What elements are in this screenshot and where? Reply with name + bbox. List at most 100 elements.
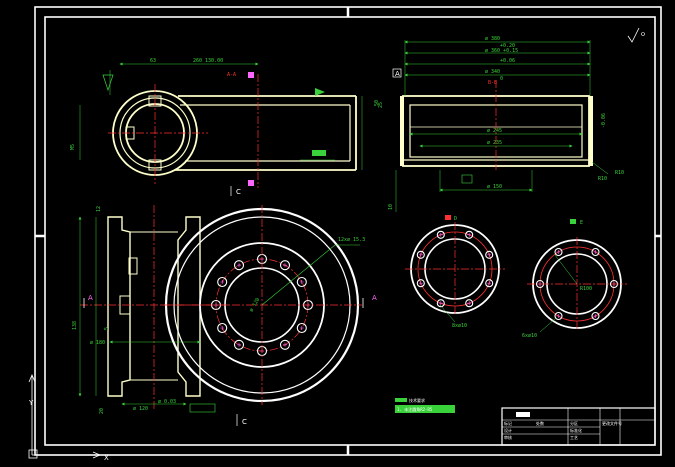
flange-hole: [217, 322, 228, 334]
front-section-view[interactable]: 138 12 ø 180 ø 120 ø 0.03 5 20 A A C: [72, 205, 377, 426]
view-d-hole: [485, 279, 494, 288]
dim-50: 50: [374, 100, 380, 106]
view-d-hole: [416, 250, 425, 259]
flange-hole-mark: [237, 263, 241, 268]
title-block-cell: 处数: [536, 420, 544, 426]
title-block-cell: 设计: [504, 427, 512, 433]
view-d-hole-mark: [487, 252, 492, 257]
view-d-marker: D: [454, 216, 457, 222]
dim-180: ø 180: [90, 340, 105, 346]
section-label-b-b: B-B: [488, 80, 497, 86]
view-d-hole-mark: [467, 301, 472, 306]
dim-12: 12: [96, 206, 102, 212]
view-e-callout: 6xø10: [522, 333, 537, 339]
dim-20: 20: [99, 408, 105, 414]
dim-tol-neg: -0.06: [601, 113, 607, 128]
dim-r10-a: R10: [598, 176, 607, 182]
title-block-cell: 更改文件号: [602, 420, 622, 426]
flange-hole: [233, 260, 245, 271]
dim-25: 25: [378, 102, 384, 108]
dim-150: ø 150: [487, 184, 502, 190]
view-d-holes: [416, 230, 494, 308]
view-d-hole: [436, 230, 445, 239]
view-d-hole-mark: [467, 232, 472, 237]
view-e-hole-mark: [556, 314, 561, 318]
view-e-hole-mark: [593, 314, 598, 318]
title-block-cell: 审核: [504, 434, 512, 440]
view-d-hole-mark: [438, 232, 443, 237]
notes-line-1: 1. 未注圆角R2-R5: [397, 406, 433, 412]
view-e-hole: [554, 247, 563, 257]
dim-340-tol: +0.06: [500, 58, 515, 64]
datum-a: A: [395, 70, 400, 78]
section-marker-a-right: A: [372, 294, 377, 302]
dim-r10-b: R10: [615, 170, 624, 176]
roughness-symbol: [627, 27, 645, 43]
dim-138: 138: [72, 321, 78, 330]
dim-10: 10: [388, 204, 394, 210]
view-d-hole-mark: [418, 281, 423, 286]
dim-63: 63: [150, 58, 156, 64]
dim-m5: M5: [70, 144, 76, 150]
dim-340: ø 340: [485, 69, 500, 75]
flange-hole-mark: [283, 263, 287, 268]
view-d-hole: [436, 299, 445, 308]
dim-380-tol: +0.20: [500, 43, 515, 49]
view-e-hole: [591, 311, 600, 321]
view-d[interactable]: D 8xø10: [405, 215, 505, 329]
view-a-a[interactable]: 63 260 130.00 M5 A-A 50 C: [70, 58, 380, 196]
flange-hole-mark: [299, 280, 304, 284]
view-e-holes: [535, 247, 619, 321]
flange-hole-mark: [220, 326, 225, 330]
view-d-hole: [465, 230, 474, 239]
view-e-marker: E: [580, 220, 583, 226]
view-marker-c: C: [236, 188, 241, 196]
view-e-hole: [591, 247, 600, 257]
view-d-hole: [485, 250, 494, 259]
view-d-hole: [465, 299, 474, 308]
drawing-border: [34, 6, 662, 456]
flange-hole-callout: 12xø 15.3: [338, 237, 365, 243]
flange-hole-mark: [299, 326, 304, 330]
flange-hole: [279, 339, 291, 350]
view-e-hole-mark: [593, 250, 598, 254]
ucs-x-label: X: [104, 454, 109, 462]
view-e[interactable]: R100 E 6xø10: [522, 219, 627, 339]
dim-245: ø 245: [487, 128, 502, 134]
ucs-y-label: Y: [28, 399, 34, 407]
dim-235: ø 235: [487, 140, 502, 146]
dim-0-03: ø 0.03: [158, 399, 176, 405]
view-d-hole-mark: [487, 281, 492, 286]
section-marker-a-left: A: [88, 294, 93, 302]
flange-view[interactable]: 12xø 15.3 ø 120: [162, 205, 365, 405]
technical-notes: 技术要求 1. 未注圆角R2-R5: [395, 397, 455, 413]
section-marker-c: C: [242, 418, 247, 426]
title-block-cell: 标记: [504, 420, 512, 426]
flange-hole: [296, 276, 307, 288]
flange-hole: [233, 339, 245, 350]
dim-260-130: 260 130.00: [193, 58, 223, 64]
ucs-icon: X Y: [28, 373, 109, 462]
flange-hole: [217, 276, 228, 288]
dim-380: ø 380: [485, 36, 500, 42]
view-e-dim-r100: R100: [580, 286, 592, 292]
title-block[interactable]: 标记处数分区更改文件号设计标准化审核工艺: [501, 407, 656, 446]
dim-120: ø 120: [133, 406, 148, 412]
view-b-b[interactable]: B-B ø 380 +0.20 ø 360 +0.15 +0.06 ø 340 …: [378, 36, 624, 212]
title-block-cell: 标准化: [570, 427, 582, 433]
flange-hole: [279, 260, 291, 271]
flange-hole: [296, 322, 307, 334]
view-d-hole-mark: [418, 252, 423, 257]
view-e-hole: [554, 311, 563, 321]
flange-hole-mark: [237, 342, 241, 347]
view-d-hole: [416, 279, 425, 288]
view-e-hole-mark: [556, 250, 561, 254]
dim-340-tol-low: 0: [500, 76, 503, 82]
title-block-cell: 工艺: [570, 435, 578, 440]
view-d-hole-mark: [438, 301, 443, 306]
flange-hole-mark: [283, 342, 287, 347]
dim-360: ø 360 +0.15: [485, 48, 518, 54]
view-d-callout: 8xø10: [452, 323, 467, 329]
section-label-a-a: A-A: [227, 72, 236, 78]
